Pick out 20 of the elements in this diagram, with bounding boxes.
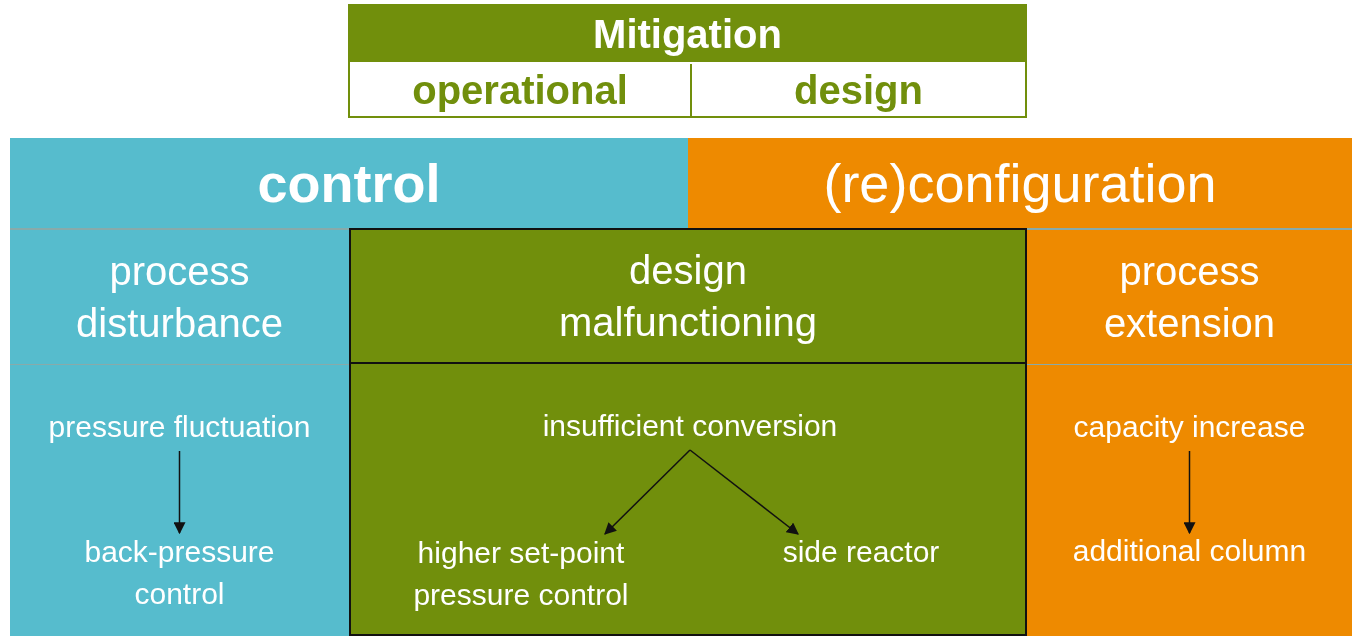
category-band: (re)configuration — [688, 138, 1352, 228]
arrow — [689, 449, 799, 535]
header-table — [348, 4, 1027, 118]
text-label: capacity increase — [1027, 407, 1352, 447]
category-header: process disturbance — [10, 228, 349, 364]
arrow — [173, 450, 186, 535]
arrow — [1183, 450, 1196, 535]
arrow — [604, 449, 691, 535]
text-label: pressure fluctuation — [10, 407, 349, 447]
column-header: design — [690, 64, 1025, 116]
text-label: higher set-point pressure control — [381, 532, 661, 616]
column-header: operational — [350, 64, 690, 116]
text-label: side reactor — [756, 532, 966, 572]
category-band: control — [10, 138, 688, 228]
text-label: additional column — [1027, 531, 1352, 571]
category-header: design malfunctioning — [349, 228, 1027, 364]
text-label: insufficient conversion — [351, 406, 1029, 446]
category-header: process extension — [1027, 228, 1352, 364]
text-label: back-pressure control — [70, 531, 289, 615]
table-title: Mitigation — [350, 6, 1025, 62]
